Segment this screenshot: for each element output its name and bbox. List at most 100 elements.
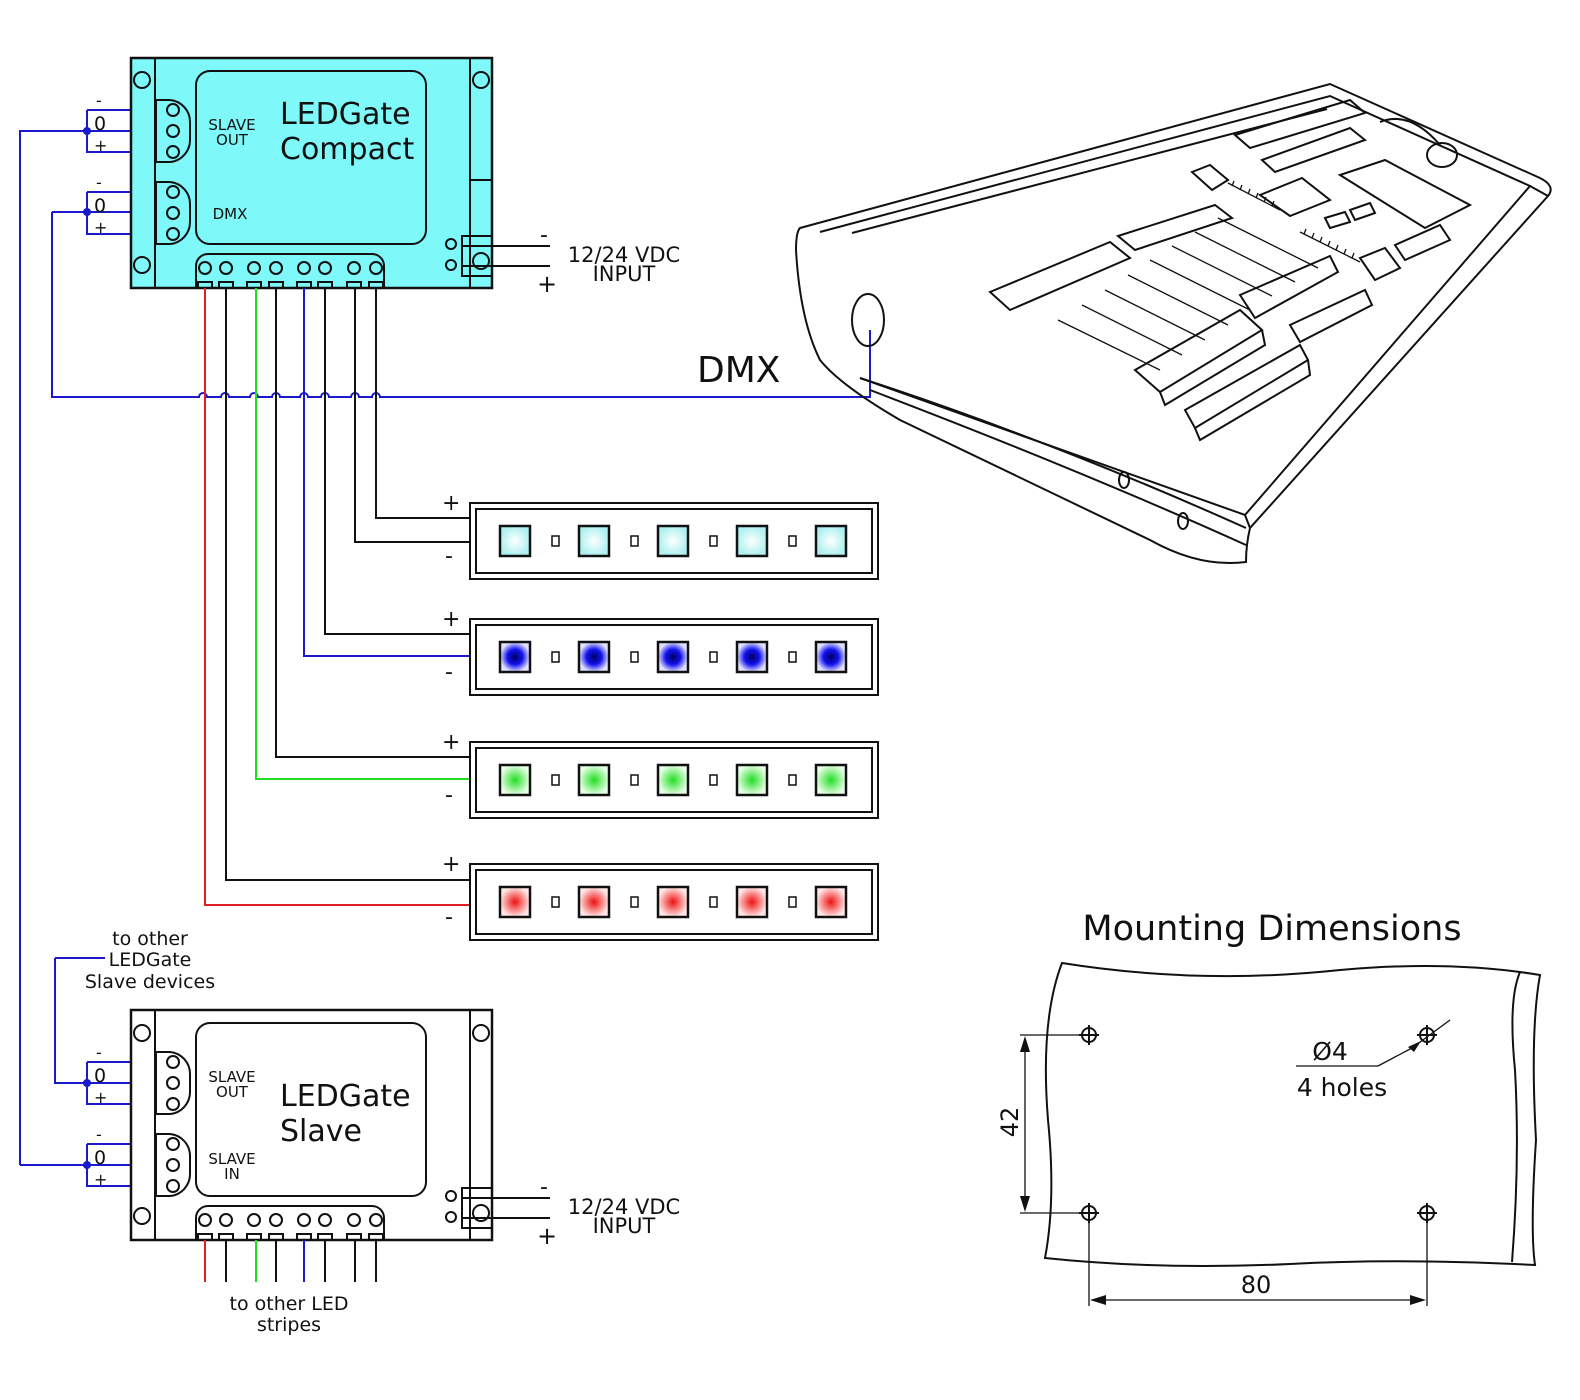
- slave-power-wiring: - + 12/24 VDC INPUT: [462, 1175, 680, 1250]
- compact-plus-2: +: [94, 218, 107, 237]
- led-stripes: +-+-+-+-: [442, 491, 879, 941]
- compact-power-wiring: - + 12/24 VDC INPUT: [462, 223, 680, 298]
- stripe-plus-label: +: [442, 607, 460, 632]
- led-green-1: [498, 763, 532, 797]
- slave-in-label-2: IN: [224, 1165, 240, 1183]
- stripe-minus-label: -: [445, 544, 453, 569]
- mounting-holes: [1079, 1025, 1437, 1223]
- console-buttons: [1183, 117, 1473, 442]
- dmx-line-label: DMX: [697, 350, 780, 391]
- slave-out-label: SLAVE: [208, 1068, 255, 1086]
- stripe-plus-label: +: [442, 852, 460, 877]
- slave-zero-2: 0: [94, 1147, 106, 1169]
- compact-minus-1: -: [96, 91, 102, 110]
- led-blue-4: [735, 640, 769, 674]
- dmx-wiring: [19, 109, 871, 1187]
- compact-power-line2: INPUT: [593, 262, 656, 286]
- stripe-minus-label: -: [445, 660, 453, 685]
- slave-power-line1: 12/24 VDC: [568, 1195, 680, 1219]
- slave-note-line3: Slave devices: [85, 971, 215, 993]
- stripe-resistor: [551, 774, 560, 786]
- led-blue-3: [656, 640, 690, 674]
- compact-slave-out-label: SLAVE: [208, 116, 255, 134]
- stripe-resistor: [788, 774, 797, 786]
- led-green-3: [656, 763, 690, 797]
- slave-out-label-2: OUT: [216, 1083, 249, 1101]
- led-stripe-red: +-: [442, 852, 879, 941]
- console-scales: [1227, 180, 1361, 263]
- dmx-console-icon: [794, 82, 1552, 565]
- compact-dmx-label: DMX: [213, 205, 248, 223]
- slave-plus-1: +: [94, 1088, 107, 1107]
- led-green-5: [814, 763, 848, 797]
- slave-screw-terminals-left: [166, 1055, 180, 1193]
- slave-in-label: SLAVE: [208, 1150, 255, 1168]
- slave-note-line2: LEDGate: [109, 949, 192, 971]
- slave-power-line2: INPUT: [593, 1214, 656, 1238]
- led-white-3: [656, 524, 690, 558]
- led-red-1: [498, 885, 532, 919]
- slave-minus-1: -: [96, 1043, 102, 1062]
- compact-title-line2: Compact: [280, 132, 414, 167]
- led-red-5: [814, 885, 848, 919]
- led-stripe-green: +-: [442, 730, 879, 819]
- compact-minus-2: -: [96, 173, 102, 192]
- led-stripe-blue: +-: [442, 607, 879, 696]
- ledgate-compact-device: LEDGate Compact SLAVE OUT DMX - 0 + - 0 …: [94, 56, 494, 290]
- stripes-note-line1: to other LED: [230, 1293, 349, 1315]
- slave-power-plus: +: [537, 1222, 557, 1250]
- led-blue-2: [577, 640, 611, 674]
- slave-minus-2: -: [96, 1125, 102, 1144]
- stripe-resistor: [551, 896, 560, 908]
- mounting-dimensions: Mounting Dimensions 42 80 Ø4 4 holes: [996, 909, 1542, 1306]
- junction-dots: [83, 127, 91, 1169]
- stripe-minus-label: -: [445, 783, 453, 808]
- stripe-resistor: [788, 535, 797, 547]
- slave-title-line1: LEDGate: [280, 1079, 411, 1114]
- stripe-resistor: [709, 774, 718, 786]
- output-wiring: [204, 288, 470, 906]
- stripe-resistor: [630, 651, 639, 663]
- led-green-2: [577, 763, 611, 797]
- compact-power-line1: 12/24 VDC: [568, 243, 680, 267]
- compact-power-minus: -: [540, 223, 548, 248]
- stripes-note-line2: stripes: [257, 1314, 321, 1336]
- slave-zero-1: 0: [94, 1065, 106, 1087]
- slave-title-line2: Slave: [280, 1114, 362, 1149]
- stripe-resistor: [788, 896, 797, 908]
- hole-diameter-label: Ø4: [1312, 1037, 1348, 1066]
- stripe-resistor: [709, 535, 718, 547]
- stripe-resistor: [788, 651, 797, 663]
- slave-output-wires: [204, 1240, 377, 1282]
- stripe-resistor: [630, 535, 639, 547]
- led-red-4: [735, 885, 769, 919]
- screw-terminals-bottom: [197, 261, 384, 289]
- stripe-resistor: [709, 896, 718, 908]
- led-red-2: [577, 885, 611, 919]
- stripe-resistor: [551, 651, 560, 663]
- ledgate-slave-device: LEDGate Slave SLAVE OUT SLAVE IN - 0 + -…: [94, 1008, 494, 1242]
- compact-zero-1: 0: [94, 113, 106, 135]
- stripe-resistor: [551, 535, 560, 547]
- stripe-minus-label: -: [445, 905, 453, 930]
- led-blue-1: [498, 640, 532, 674]
- stripe-resistor: [630, 896, 639, 908]
- led-blue-5: [814, 640, 848, 674]
- dim-horizontal-label: 80: [1241, 1271, 1272, 1299]
- led-red-3: [656, 885, 690, 919]
- compact-slave-out-label-2: OUT: [216, 131, 249, 149]
- compact-plus-1: +: [94, 136, 107, 155]
- mounting-title: Mounting Dimensions: [1082, 909, 1461, 949]
- compact-power-plus: +: [537, 270, 557, 298]
- slave-note-line1: to other: [112, 928, 188, 950]
- stripe-resistor: [709, 651, 718, 663]
- stripe-plus-label: +: [442, 730, 460, 755]
- console-faders: [1057, 217, 1319, 371]
- slave-power-minus: -: [540, 1175, 548, 1200]
- slave-plus-2: +: [94, 1170, 107, 1189]
- led-white-1: [498, 524, 532, 558]
- led-white-4: [735, 524, 769, 558]
- stripe-plus-label: +: [442, 491, 460, 516]
- hole-count-label: 4 holes: [1297, 1073, 1387, 1102]
